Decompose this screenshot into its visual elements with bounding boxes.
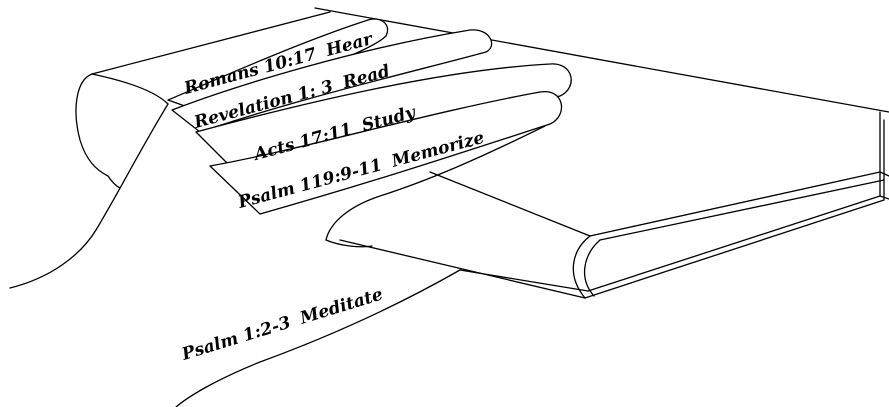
reference-psalm-1: Psalm 1:2-3	[179, 313, 294, 365]
bible-icon	[75, 7, 889, 299]
action-meditate: Meditate	[297, 284, 386, 328]
finger-label-meditate: Psalm 1:2-3 Meditate	[179, 284, 386, 365]
hand-fingers	[9, 18, 572, 407]
